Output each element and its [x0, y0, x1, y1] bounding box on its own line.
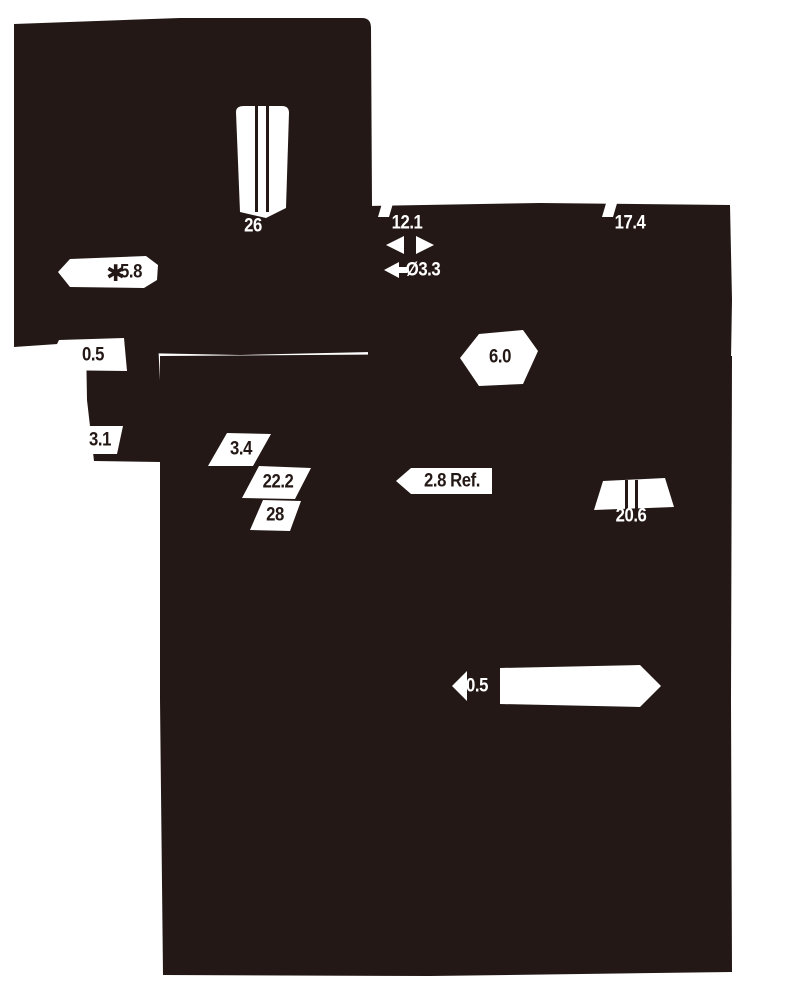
dimension-label-left-step: 3.1 — [89, 429, 111, 451]
dim-3-3-arrow — [384, 262, 407, 278]
dimension-label-top-width: 26 — [244, 215, 262, 237]
dim-26-ext-line-1 — [255, 106, 258, 212]
blob-lower-mass — [160, 354, 732, 976]
dimension-label-overall-mid-width: 28 — [266, 504, 284, 526]
dim-0-5-bottom-arrow — [452, 671, 467, 701]
blob-upper-band — [368, 203, 732, 360]
dim-17-4-tick — [602, 200, 618, 217]
dimension-label-reference-depth: 2.8 Ref. — [424, 470, 480, 492]
dim-0-5-bottom-window — [500, 665, 661, 707]
dim-26-ext-line-2 — [266, 106, 269, 212]
dim-12-1-arrow-right — [416, 236, 434, 254]
dim-28-wedge — [250, 500, 301, 531]
dimension-label-star-note: 5.8 — [120, 261, 142, 283]
dim-22-2-wedge — [242, 466, 311, 499]
dimension-label-upper-right-span: 17.4 — [614, 212, 646, 234]
dimension-label-tab-width: 3.4 — [230, 438, 252, 460]
dimension-label-upper-left-span: 12.1 — [391, 212, 423, 234]
extension-lines — [255, 106, 638, 509]
blob-top-left — [14, 18, 372, 355]
dim-20-6-extension-window — [594, 478, 674, 510]
dimension-label-right-span: 20.6 — [615, 505, 647, 527]
dim-2-8-ref-leader-bar — [396, 468, 492, 494]
dimension-label-left-edge-offset: 0.5 — [82, 344, 104, 366]
dim-12-1-tick — [378, 200, 394, 217]
dimension-label-mid-span: 22.2 — [262, 471, 294, 493]
dimension-label-bottom-edge-offset: 0.5 — [466, 675, 488, 697]
asterisk-mark-icon: ✱ — [106, 261, 125, 287]
dimension-label-hole-diameter: Ø3.3 — [405, 259, 441, 281]
dim-5-8-leader-bar — [58, 256, 158, 288]
dim-0-5-left-notch — [44, 338, 127, 371]
dim-20-6-ext-line-2 — [635, 480, 638, 509]
dim-26-extension-window — [236, 106, 289, 218]
callout-shapes — [44, 106, 674, 707]
dim-12-1-arrow-left — [386, 236, 404, 254]
dimension-label-slot-width: 6.0 — [489, 346, 511, 368]
dim-20-6-ext-line-1 — [625, 480, 628, 509]
dim-3-4-wedge — [208, 433, 271, 466]
dim-6-0-window — [460, 330, 538, 386]
dim-3-1-wedge — [76, 426, 123, 454]
